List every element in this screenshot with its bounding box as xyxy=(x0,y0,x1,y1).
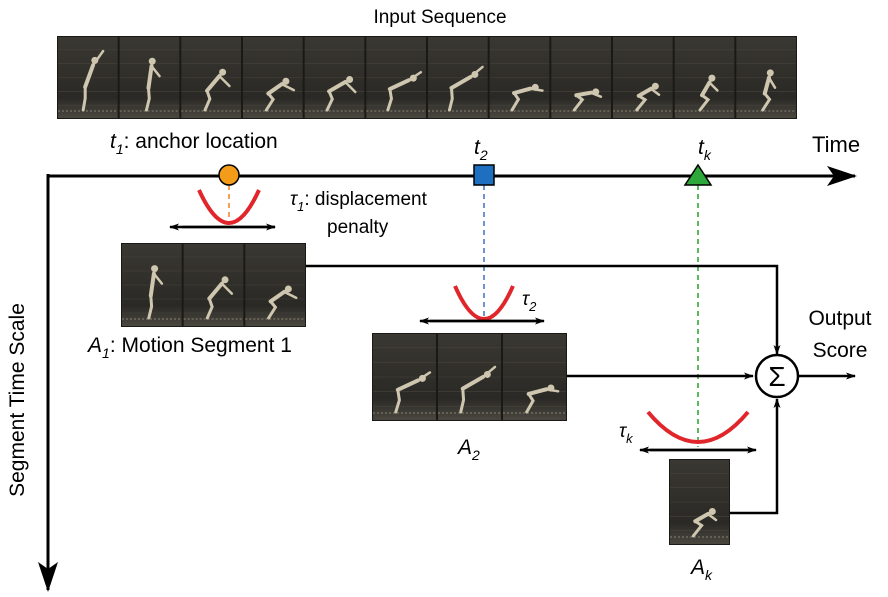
connector-segment-1 xyxy=(306,264,781,355)
penalty-label-tau2: τ2 xyxy=(522,289,537,314)
penalty-curve-k xyxy=(646,410,750,444)
photo-frame xyxy=(674,37,735,118)
segment-scale-axis-label: Segment Time Scale xyxy=(6,303,29,497)
segment-sym-A1: A xyxy=(86,334,102,357)
connector-segment-k xyxy=(730,398,781,515)
anchor-sym-t1: t xyxy=(110,130,117,153)
anchor-label-tk: tk xyxy=(698,136,712,163)
photo-frame xyxy=(304,37,365,118)
motion-segment-k-image xyxy=(669,459,730,545)
anchor-sub-t1: 1 xyxy=(116,141,124,157)
photo-frame xyxy=(373,334,436,420)
penalty-label-tau1-line2: penalty xyxy=(327,217,389,238)
filmstrip-frame xyxy=(57,36,797,119)
segment-label-Ak: Ak xyxy=(689,556,713,583)
photo-frame xyxy=(489,37,550,118)
photo-frame xyxy=(613,37,673,118)
photo-frame xyxy=(503,334,566,420)
penalty-sym-tau1: τ xyxy=(290,189,299,210)
anchor-sub-t2: 2 xyxy=(479,147,488,163)
photo-frame xyxy=(122,244,182,326)
anchor-suffix-t1: : anchor location xyxy=(124,130,278,153)
anchor-sub-tk: k xyxy=(704,147,712,163)
summation-symbol: Σ xyxy=(768,361,785,392)
motion-segment-2-image xyxy=(372,333,567,421)
photo-frame xyxy=(551,37,611,118)
anchor-label-t1: t1: anchor location xyxy=(110,130,278,157)
penalty-curve-1 xyxy=(197,189,261,225)
output-label-line2: Score xyxy=(813,339,868,362)
input-sequence-title: Input Sequence xyxy=(373,7,506,28)
photo-frame xyxy=(428,37,488,118)
photo-frame xyxy=(183,244,244,326)
segment-label-A1: A1: Motion Segment 1 xyxy=(86,334,292,361)
input-sequence-filmstrip xyxy=(57,36,797,119)
penalty-curve-2 xyxy=(453,285,515,321)
segment-label-A2: A2 xyxy=(456,436,480,463)
penalty-sub-tau1: 1 xyxy=(297,199,304,214)
photo-frame xyxy=(736,37,796,118)
penalty-sub-tau2: 2 xyxy=(528,299,537,314)
photo-frame xyxy=(245,244,305,326)
anchor-sym-tk: t xyxy=(698,136,705,159)
motion-segment-1-image xyxy=(121,243,306,327)
segment-suffix-A1: : Motion Segment 1 xyxy=(110,334,292,357)
photo-frame xyxy=(438,334,501,420)
segment-sub-A2: 2 xyxy=(471,447,480,463)
output-label-line1: Output xyxy=(808,307,871,330)
photo-frame xyxy=(366,37,426,118)
penalty-sym-tauk: τ xyxy=(619,421,628,442)
penalty-label-tau1: τ1: displacement xyxy=(290,189,428,214)
penalty-label-tauk: τk xyxy=(619,421,634,446)
anchor-sym-t2: t xyxy=(474,136,481,159)
segment-sub-A1: 1 xyxy=(102,345,110,361)
anchor-marker-triangle-tk xyxy=(683,163,713,186)
photo-frame xyxy=(119,37,180,118)
time-axis-label: Time xyxy=(812,132,860,157)
anchor-marker-circle-t1 xyxy=(218,164,240,186)
anchor-label-t2: t2 xyxy=(474,136,488,163)
photo-frame xyxy=(243,37,303,118)
segment-sub-Ak: k xyxy=(705,567,713,583)
penalty-sub-tauk: k xyxy=(626,431,634,446)
anchor-marker-square-t2 xyxy=(473,164,495,186)
penalty-suffix-tau1: : displacement xyxy=(304,189,427,210)
segment-sym-A2: A xyxy=(456,436,472,459)
photo-frame xyxy=(58,37,118,118)
penalty-sym-tau2: τ xyxy=(522,289,531,310)
photo-frame xyxy=(670,460,729,544)
photo-frame xyxy=(181,37,241,118)
segment-sym-Ak: A xyxy=(689,556,705,579)
